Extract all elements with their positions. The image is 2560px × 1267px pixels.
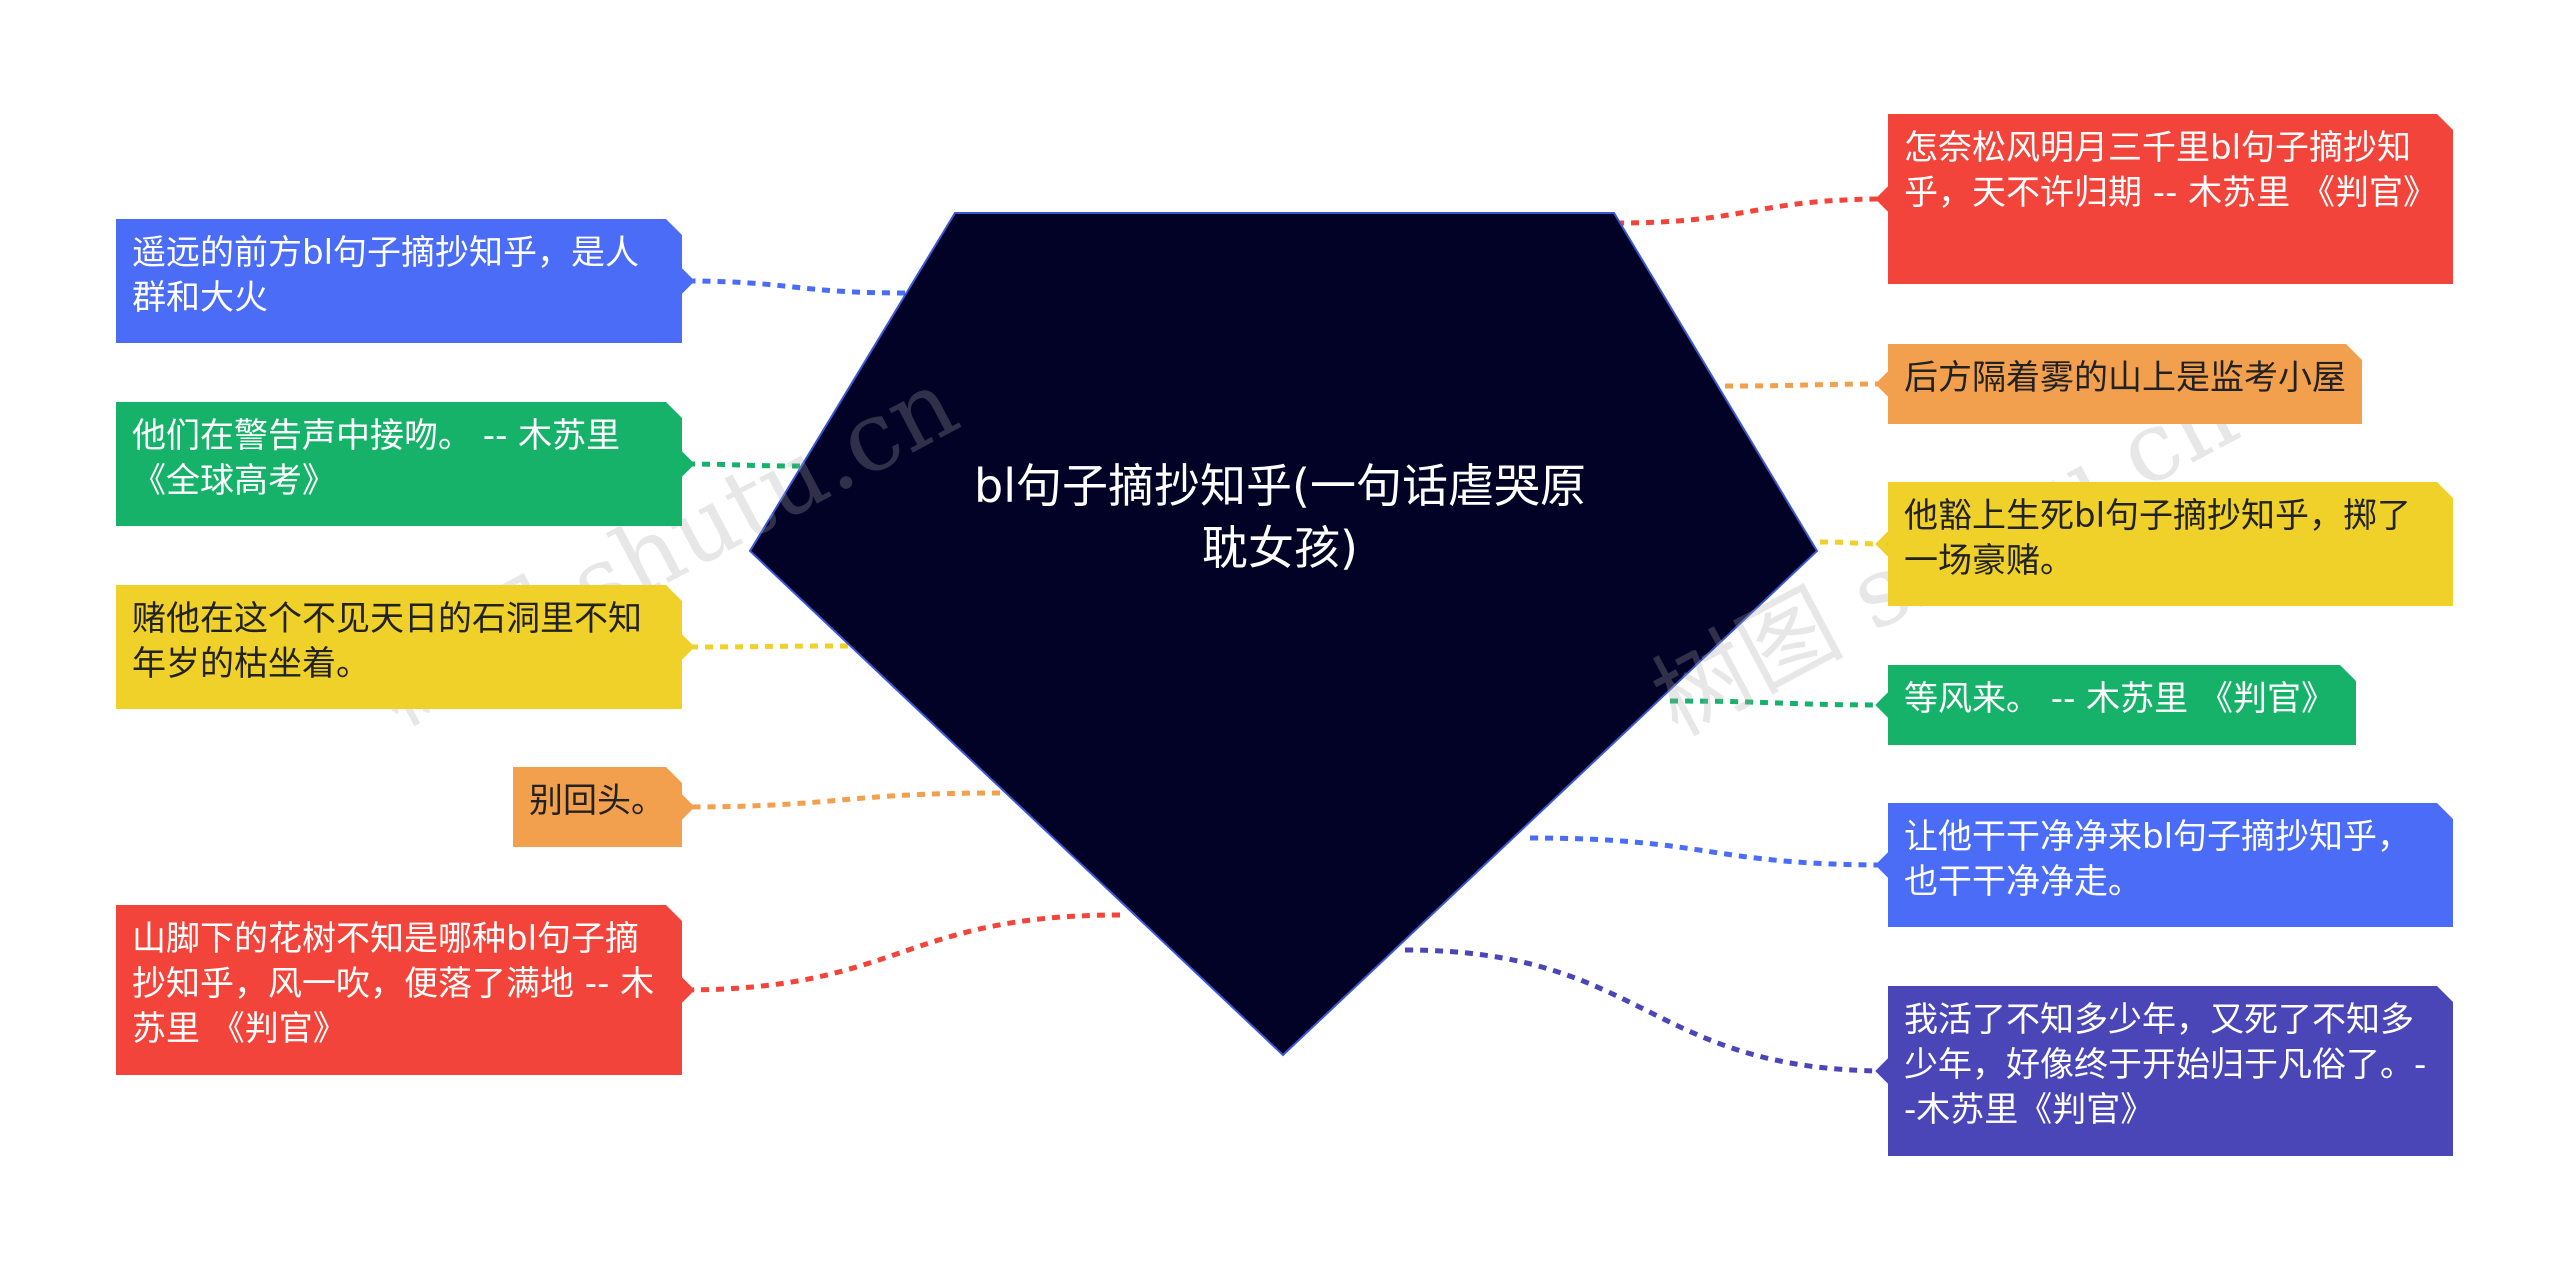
connector-left-1-line — [681, 278, 906, 296]
connector-right-4-line — [1669, 698, 1889, 708]
central-topic-shape — [748, 212, 1819, 1057]
left-branch-4[interactable]: 别回头。 — [513, 767, 682, 847]
left-branch-1[interactable]: 遥远的前方bl句子摘抄知乎，是人群和大火 — [116, 219, 682, 343]
left-branch-5[interactable]: 山脚下的花树不知是哪种bl句子摘抄知乎，风一吹，便落了满地 -- 木苏里 《判官… — [116, 905, 682, 1075]
right-branch-5[interactable]: 让他干干净净来bl句子摘抄知乎，也干干净净走。 — [1888, 803, 2453, 927]
right-branch-3[interactable]: 他豁上生死bl句子摘抄知乎，掷了一场豪赌。 — [1888, 482, 2453, 606]
right-branch-2[interactable]: 后方隔着雾的山上是监考小屋 — [1888, 344, 2362, 424]
central-topic-label: bl句子摘抄知乎(一句话虐哭原耽女孩) — [974, 459, 1586, 575]
connector-right-6-line — [1404, 947, 1889, 1074]
connector-left-3-line — [681, 643, 849, 650]
connector-right-5-line — [1529, 835, 1889, 868]
left-branch-3[interactable]: 赌他在这个不见天日的石洞里不知年岁的枯坐着。 — [116, 585, 682, 709]
connector-left-5-line — [681, 912, 1121, 993]
left-branch-2[interactable]: 他们在警告声中接吻。 -- 木苏里 《全球高考》 — [116, 402, 682, 526]
right-branch-1[interactable]: 怎奈松风明月三千里bl句子摘抄知乎，天不许归期 -- 木苏里 《判官》 — [1888, 114, 2453, 284]
connector-right-2-line — [1724, 381, 1889, 389]
connector-right-3-line — [1819, 539, 1889, 547]
right-branch-4[interactable]: 等风来。 -- 木苏里 《判官》 — [1888, 665, 2356, 745]
connector-left-4-line — [681, 790, 1001, 810]
connector-right-1-line — [1615, 196, 1889, 226]
right-branch-6[interactable]: 我活了不知多少年，又死了不知多少年，好像终于开始归于凡俗了。--木苏里《判官》 — [1888, 986, 2453, 1156]
connector-left-2-line — [681, 461, 801, 469]
